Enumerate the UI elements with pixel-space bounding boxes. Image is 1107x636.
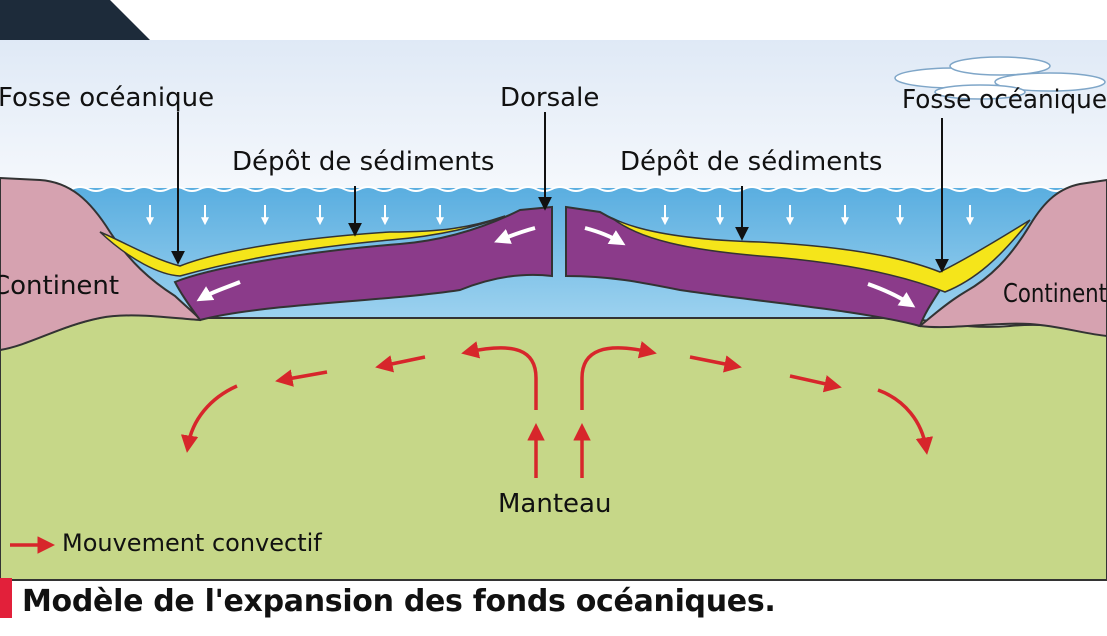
plate-motion-arrows [196, 226, 916, 308]
water-surface-wave [39, 186, 1081, 192]
label-fosse-left: Fosse océanique [0, 83, 214, 113]
sky-background [0, 40, 1107, 190]
ridge-rift [551, 207, 567, 276]
label-fosse-right: Fosse océanique [902, 85, 1107, 115]
cloud-icon [894, 56, 1106, 100]
legend-convective-label: Mouvement convectif [62, 529, 322, 557]
label-dorsale: Dorsale [500, 83, 599, 113]
continent-right [917, 178, 1107, 338]
sedimentation-arrows [146, 205, 974, 226]
sediment-right [611, 217, 1031, 293]
label-continent-right: Continent [1003, 279, 1107, 309]
leader-lines [171, 112, 949, 273]
convection-arrows [180, 341, 934, 478]
label-depot-right: Dépôt de sédiments [620, 147, 882, 177]
label-continent-left: Continent [0, 271, 119, 301]
oceanic-crust-left [173, 205, 553, 322]
sediment-left [99, 215, 506, 277]
caption-marker [0, 578, 12, 618]
figure-caption: Modèle de l'expansion des fonds océaniqu… [22, 584, 776, 619]
label-manteau: Manteau [498, 489, 611, 519]
label-depot-left: Dépôt de sédiments [232, 147, 494, 177]
corner-tab [0, 0, 150, 40]
